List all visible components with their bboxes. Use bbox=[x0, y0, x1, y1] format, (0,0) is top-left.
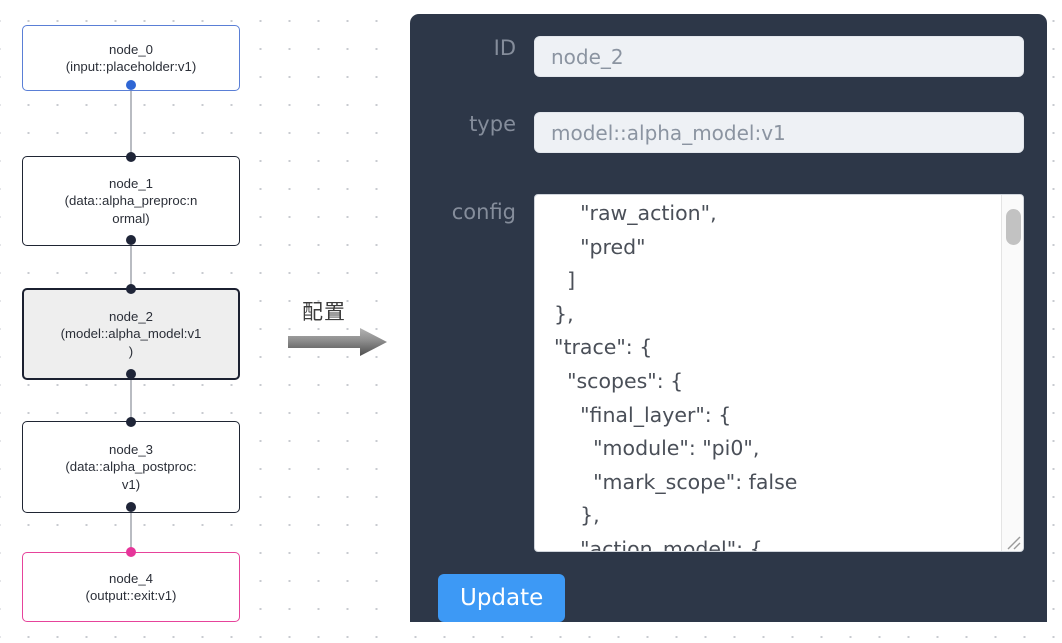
update-button[interactable]: Update bbox=[438, 574, 566, 622]
flow-canvas[interactable]: node_0 (input::placeholder:v1) node_1 (d… bbox=[0, 0, 400, 643]
edge-node2-node3 bbox=[130, 380, 132, 421]
node-handle-source-icon[interactable] bbox=[126, 80, 136, 90]
edge-node3-node4 bbox=[130, 513, 132, 552]
field-row-config: config "raw_action", "pred" ] }, "trace"… bbox=[410, 194, 1024, 552]
node-handle-target-icon[interactable] bbox=[126, 152, 136, 162]
id-label: ID bbox=[493, 36, 516, 60]
node-handle-target-icon[interactable] bbox=[126, 284, 136, 294]
flow-node-label: node_4 (output::exit:v1) bbox=[85, 570, 177, 604]
flow-node-node_3[interactable]: node_3 (data::alpha_postproc: v1) bbox=[22, 417, 240, 513]
config-scrollbar-track[interactable] bbox=[1001, 195, 1023, 551]
node-handle-source-icon[interactable] bbox=[126, 369, 136, 379]
flow-node-node_4[interactable]: node_4 (output::exit:v1) bbox=[22, 547, 240, 622]
flow-node-label: node_0 (input::placeholder:v1) bbox=[65, 41, 197, 75]
node-handle-source-icon[interactable] bbox=[126, 502, 136, 512]
resize-grip-icon[interactable] bbox=[1003, 532, 1021, 550]
flow-node-label: node_2 (model::alpha_model:v1 ) bbox=[60, 308, 202, 359]
edge-node0-node1 bbox=[130, 91, 132, 156]
type-label: type bbox=[469, 112, 516, 136]
node-handle-target-icon[interactable] bbox=[126, 547, 136, 557]
field-row-id: ID node_2 bbox=[410, 36, 1024, 77]
arrow-label: 配置 bbox=[302, 300, 346, 324]
type-input[interactable]: model::alpha_model:v1 bbox=[534, 112, 1024, 153]
id-input[interactable]: node_2 bbox=[534, 36, 1024, 77]
transition-arrow-group: 配置 bbox=[288, 296, 393, 358]
config-scrollbar-thumb[interactable] bbox=[1006, 209, 1021, 245]
flow-node-node_1[interactable]: node_1 (data::alpha_preproc:n ormal) bbox=[22, 152, 240, 246]
edge-node1-node2 bbox=[130, 246, 132, 288]
flow-node-node_0[interactable]: node_0 (input::placeholder:v1) bbox=[22, 25, 240, 91]
config-textarea-wrapper[interactable]: "raw_action", "pred" ] }, "trace": { "sc… bbox=[534, 194, 1024, 552]
flow-node-node_2[interactable]: node_2 (model::alpha_model:v1 ) bbox=[22, 284, 240, 380]
node-handle-target-icon[interactable] bbox=[126, 417, 136, 427]
field-row-type: type model::alpha_model:v1 bbox=[410, 112, 1024, 153]
node-handle-source-icon[interactable] bbox=[126, 235, 136, 245]
flow-node-label: node_1 (data::alpha_preproc:n ormal) bbox=[64, 175, 198, 226]
arrow-right-icon bbox=[288, 328, 387, 356]
flow-node-label: node_3 (data::alpha_postproc: v1) bbox=[65, 441, 197, 492]
config-label: config bbox=[451, 200, 516, 224]
config-textarea[interactable]: "raw_action", "pred" ] }, "trace": { "sc… bbox=[554, 201, 798, 552]
node-config-panel: ID node_2 type model::alpha_model:v1 con… bbox=[410, 14, 1047, 622]
